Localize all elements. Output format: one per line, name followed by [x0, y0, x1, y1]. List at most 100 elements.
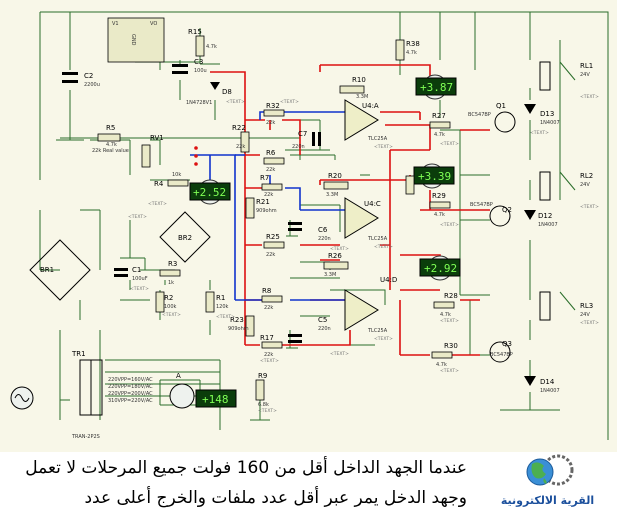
resistor-r8 — [261, 295, 283, 303]
text-placeholder: <TEXT> — [440, 222, 459, 228]
value-c3: 100u — [194, 68, 207, 74]
value-r27: 4.7k — [434, 132, 445, 138]
label-q3: Q3 — [502, 340, 512, 348]
value-rl2: 24V — [580, 182, 590, 188]
opamp-u4a — [344, 99, 379, 141]
diode-d13 — [524, 104, 536, 114]
value-r15: 4.7k — [206, 44, 217, 50]
resistor-r25 — [263, 241, 285, 249]
text-placeholder: <TEXT> — [260, 358, 279, 364]
label-r9: R9 — [258, 372, 267, 380]
resistor-r20 — [323, 181, 349, 190]
caption-line-1: عندما الجهد الداخل أقل من 160 فولت جميع … — [25, 458, 467, 478]
value-r25: 22k — [266, 252, 275, 258]
label-r22: R22 — [232, 124, 246, 132]
circuit-schematic: V1 VO GND C2 2200u C3 100u R15 4.7k D8 1… — [0, 0, 617, 452]
value-r38: 4.7k — [406, 50, 417, 56]
text-placeholder: <TEXT> — [330, 351, 349, 357]
ammeter — [169, 383, 195, 409]
voltage-regulator — [107, 17, 165, 63]
label-ammeter: A — [176, 372, 181, 380]
opamp-u4c — [344, 197, 379, 239]
potentiometer-rv1[interactable] — [141, 144, 151, 168]
value-q1: BC547BP — [468, 112, 491, 118]
globe-gear-icon — [526, 454, 574, 486]
value-rl1: 24V — [580, 72, 590, 78]
label-d14: D14 — [540, 378, 555, 386]
value-r1: 120k — [216, 304, 229, 310]
relay-rl1-coil — [539, 61, 551, 91]
value-u4c: TLC25A — [367, 236, 388, 242]
text-placeholder: <TEXT> — [128, 214, 147, 220]
zener-d8 — [210, 82, 220, 90]
label-c6: C6 — [318, 226, 328, 234]
label-r6: R6 — [266, 149, 276, 157]
value-r21: 909ohm — [256, 208, 277, 214]
logo-text: القرية الالكترونية — [500, 494, 595, 507]
label-r17: R17 — [260, 334, 274, 342]
label-br2: BR2 — [178, 234, 192, 242]
value-r30: 4.7k — [436, 362, 447, 368]
resistor-r3 — [159, 269, 181, 277]
text-placeholder: <TEXT> — [440, 318, 459, 324]
label-r1: R1 — [216, 294, 225, 302]
value-r2: 100k — [164, 304, 177, 310]
regulator-pin-v1: V1 — [112, 21, 119, 27]
text-placeholder: <TEXT> — [280, 99, 299, 105]
label-r20: R20 — [328, 172, 342, 180]
wires-active — [210, 64, 490, 356]
value-d14: 1N4007 — [540, 388, 560, 394]
wires — [39, 11, 609, 440]
label-r29: R29 — [432, 192, 446, 200]
resistor-r26 — [323, 261, 349, 270]
value-rv1: 22k Real value — [92, 148, 129, 154]
capacitor-c2 — [62, 72, 78, 75]
voltmeter-2-reading: +3.39 — [418, 170, 451, 183]
resistor-r15 — [195, 35, 205, 57]
value-r28: 4.7k — [440, 312, 451, 318]
value-c5: 220n — [318, 326, 331, 332]
label-r28: R28 — [444, 292, 458, 300]
sine-icon — [14, 394, 30, 402]
label-d8: D8 — [222, 88, 232, 96]
value-r4: 10k — [172, 172, 181, 178]
text-placeholder: <TEXT> — [440, 141, 459, 147]
label-u4d: U4:D — [380, 276, 397, 284]
voltmeter-2-display — [413, 166, 455, 185]
text-placeholder: <TEXT> — [580, 204, 599, 210]
capacitor-c3 — [172, 64, 188, 67]
label-d12: D12 — [538, 212, 552, 220]
label-r5: R5 — [106, 124, 115, 132]
value-r29: 4.7k — [434, 212, 445, 218]
value-r26: 3.3M — [324, 272, 336, 278]
resistor-r23 — [245, 315, 255, 337]
text-placeholder: <TEXT> — [130, 286, 149, 292]
tap-label-3: 220VPP=200V/AC — [108, 391, 153, 397]
text-placeholder: <TEXT> — [440, 368, 459, 374]
label-r23: R23 — [230, 316, 244, 324]
value-c1: 100uF — [132, 276, 148, 282]
bridge-rectifier-br1 — [29, 239, 91, 301]
value-r22: 22k — [236, 144, 245, 150]
resistor-r7 — [261, 183, 283, 191]
label-r10: R10 — [352, 76, 366, 84]
label-rl3: RL3 — [580, 302, 593, 310]
resistor-r4 — [167, 179, 189, 187]
capacitor-c1 — [114, 268, 128, 271]
capacitor-c7 — [312, 132, 315, 146]
label-rl2: RL2 — [580, 172, 593, 180]
value-r20: 3.3M — [326, 192, 338, 198]
relay-rl3-coil — [539, 291, 551, 321]
bridge-rectifier-br2 — [159, 211, 211, 263]
wires-signal — [190, 111, 345, 301]
text-placeholder: <TEXT> — [374, 336, 393, 342]
resistor-r22 — [240, 131, 250, 153]
text-placeholder: <TEXT> — [148, 201, 167, 207]
value-d8: 1N4728V1 — [186, 100, 212, 106]
resistor-r2 — [155, 291, 165, 313]
resistor-r21 — [245, 197, 255, 219]
label-r27: R27 — [432, 112, 446, 120]
capacitor-c6 — [288, 222, 302, 225]
value-d13: 1N4007 — [540, 120, 560, 126]
value-r23: 909ohm — [228, 326, 249, 332]
